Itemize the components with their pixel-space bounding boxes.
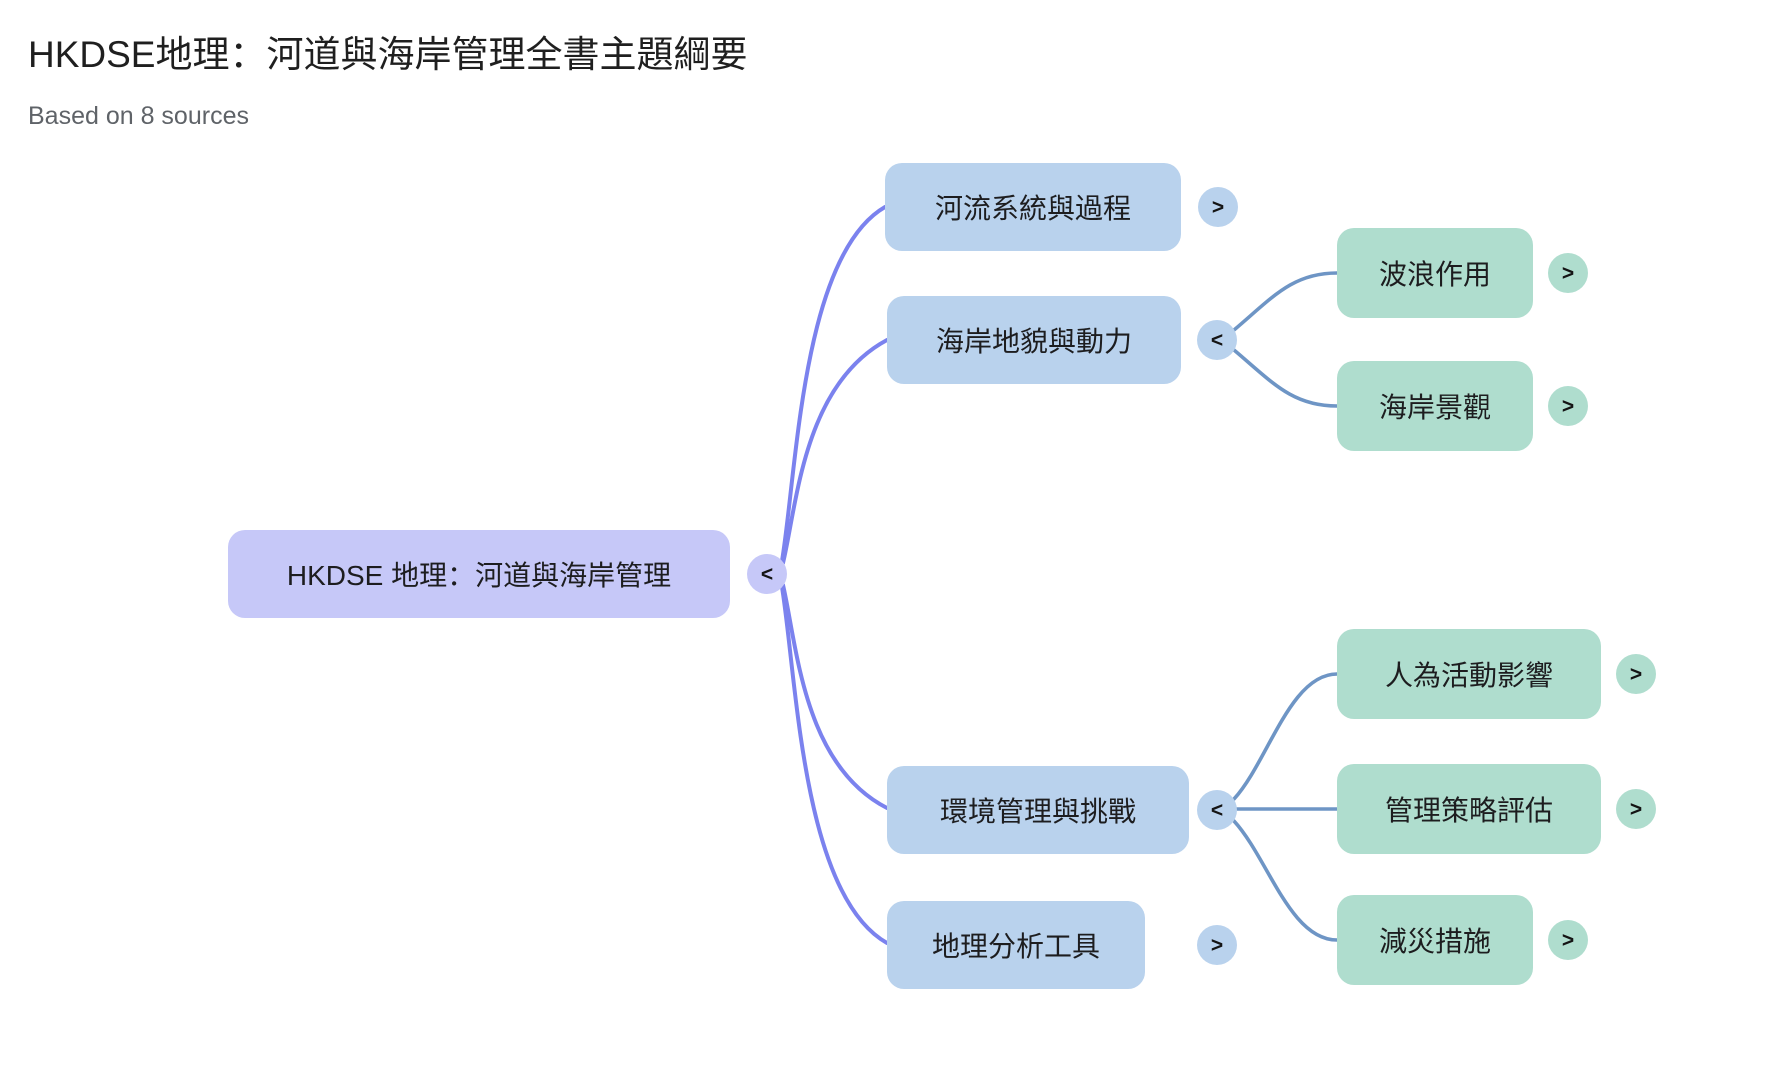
collapse-button-coastal-landforms[interactable]: < [1197,320,1237,360]
expand-button-human-impact[interactable]: > [1616,654,1656,694]
edge-coastal-to-coastal-landscape [1232,348,1339,408]
edge-root-to-rivers [780,205,887,563]
node-rivers[interactable]: 河流系統與過程 [885,163,1181,251]
node-root-label: HKDSE 地理：河道與海岸管理 [286,560,672,591]
collapse-button-env-management[interactable]: < [1197,790,1237,830]
node-strategy-eval-label: 管理策略評估 [1384,795,1553,826]
node-human-impact-label: 人為活動影響 [1384,660,1553,691]
sources-count: Based on 8 sources [28,102,249,130]
expand-button-strategy-eval[interactable]: > [1616,789,1656,829]
node-geo-tools[interactable]: 地理分析工具 [887,901,1145,989]
expand-button-rivers[interactable]: > [1198,187,1238,227]
edge-root-to-coastal-landforms [781,338,889,565]
collapse-button-root[interactable]: < [747,554,787,594]
expand-button-geo-tools[interactable]: > [1197,925,1237,965]
expand-button-mitigation[interactable]: > [1548,920,1588,960]
node-mitigation[interactable]: 減災措施 [1337,895,1533,985]
node-coastal-landscape-label: 海岸景觀 [1378,392,1491,423]
edge-env-to-human-impact [1232,672,1339,801]
node-human-impact[interactable]: 人為活動影響 [1337,629,1601,719]
node-wave-action[interactable]: 波浪作用 [1337,228,1533,318]
node-wave-action-label: 波浪作用 [1378,259,1491,290]
edge-root-to-env-management [781,583,889,810]
node-mitigation-label: 減災措施 [1378,926,1491,957]
edge-coastal-to-wave-action [1232,271,1339,332]
node-coastal-landforms-label: 海岸地貌與動力 [935,326,1132,357]
node-env-management-label: 環境管理與挑戰 [939,796,1136,827]
node-coastal-landforms[interactable]: 海岸地貌與動力 [887,296,1181,384]
page-title: HKDSE地理：河道與海岸管理全書主題綱要 [28,34,748,75]
edge-root-to-geo-tools [780,585,889,945]
edge-env-to-mitigation [1232,819,1339,942]
node-root[interactable]: HKDSE 地理：河道與海岸管理 [228,530,730,618]
node-strategy-eval[interactable]: 管理策略評估 [1337,764,1601,854]
node-geo-tools-label: 地理分析工具 [931,931,1100,962]
node-env-management[interactable]: 環境管理與挑戰 [887,766,1189,854]
node-rivers-label: 河流系統與過程 [934,193,1131,224]
node-coastal-landscape[interactable]: 海岸景觀 [1337,361,1533,451]
expand-button-coastal-landscape[interactable]: > [1548,386,1588,426]
expand-button-wave-action[interactable]: > [1548,253,1588,293]
